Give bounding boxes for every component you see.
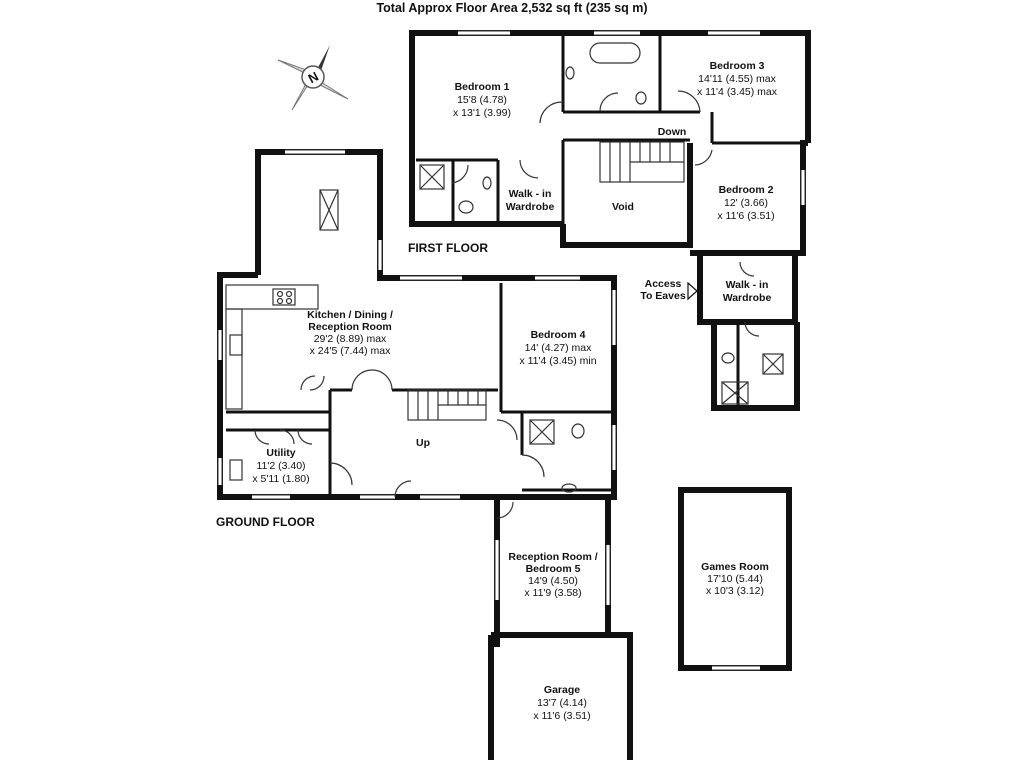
reception-dim2: x 11'9 (3.58) (524, 587, 581, 599)
reception-line1: Reception Room / (508, 551, 597, 563)
down-label: Down (658, 126, 687, 138)
kitchen-dim1: 29'2 (8.89) max (314, 333, 387, 345)
eaves-line2: To Eaves (640, 290, 685, 302)
void-label: Void (612, 201, 634, 213)
ground-floor-windows (217, 149, 617, 605)
basin-icon (561, 483, 577, 493)
shower-icon (529, 419, 555, 445)
garage-name: Garage (544, 684, 580, 696)
shower-icon (721, 381, 749, 405)
skylight-icon (319, 189, 339, 231)
ground-floor-fixtures (225, 189, 585, 519)
bedroom1-dim2: x 13'1 (3.99) (453, 107, 511, 119)
reception-dim1: 14'9 (4.50) (528, 575, 578, 587)
toilet-icon (571, 423, 585, 439)
eaves-arrow-icon (687, 281, 698, 301)
walkin2-line1: Walk - in (726, 279, 769, 291)
basin-icon (482, 176, 492, 190)
first-floor-fixtures (419, 42, 784, 405)
games-window (712, 665, 760, 671)
floor-labels: FIRST FLOOR GROUND FLOOR (216, 241, 488, 529)
games-dim1: 17'10 (5.44) (707, 573, 763, 585)
kitchen-dim2: x 24'5 (7.44) max (310, 345, 392, 357)
bedroom4-dim1: 14' (4.27) max (525, 342, 593, 354)
window-lines-first (458, 30, 806, 205)
up-label: Up (416, 437, 430, 449)
toilet-icon (458, 200, 474, 214)
sink-icon (229, 334, 243, 356)
bedroom3-dim1: 14'11 (4.55) max (698, 73, 776, 85)
bedroom2-dim2: x 11'6 (3.51) (717, 210, 774, 222)
ground-floor-label: GROUND FLOOR (216, 515, 315, 529)
bedroom1-dim1: 15'8 (4.78) (457, 94, 507, 106)
kitchen-line1: Kitchen / Dining / (307, 309, 393, 321)
sink-icon (229, 459, 243, 481)
games-dim2: x 10'3 (3.12) (706, 585, 764, 597)
utility-dim2: x 5'11 (1.80) (252, 473, 309, 485)
first-floor-windows (458, 30, 806, 205)
toilet-icon (721, 352, 735, 364)
bedroom2-name: Bedroom 2 (719, 184, 774, 196)
garage-dim2: x 11'6 (3.51) (533, 710, 590, 722)
walkin1-line2: Wardrobe (506, 201, 555, 213)
utility-name: Utility (266, 447, 295, 459)
first-floor-label: FIRST FLOOR (408, 241, 488, 255)
floor-area-title: Total Approx Floor Area 2,532 sq ft (235… (376, 1, 648, 15)
room-labels: Bedroom 1 15'8 (4.78) x 13'1 (3.99) Bedr… (252, 60, 777, 722)
hob-icon (272, 288, 296, 306)
kitchen-line2: Reception Room (308, 321, 391, 333)
toilet-icon (635, 91, 647, 105)
games-name: Games Room (701, 561, 769, 573)
toilet-icon (565, 66, 575, 80)
bedroom4-name: Bedroom 4 (531, 329, 586, 341)
north-arrow-compass-icon: N (277, 45, 349, 111)
bedroom2-dim1: 12' (3.66) (724, 197, 768, 209)
first-floor-inner-walls (416, 33, 803, 408)
utility-dim1: 11'2 (3.40) (256, 460, 305, 472)
shower-icon (419, 164, 445, 190)
bedroom3-dim2: x 11'4 (3.45) max (697, 86, 778, 98)
walkin2-line2: Wardrobe (723, 292, 772, 304)
bedroom4-dim2: x 11'4 (3.45) min (519, 355, 596, 367)
reception-line2: Bedroom 5 (526, 563, 581, 575)
shower-icon (762, 353, 784, 375)
eaves-line1: Access (645, 278, 682, 290)
garage-dim1: 13'7 (4.14) (537, 697, 587, 709)
bedroom1-name: Bedroom 1 (455, 81, 510, 93)
ground-window-lines (217, 149, 617, 605)
bedroom3-name: Bedroom 3 (710, 60, 765, 72)
kitchen-counter (225, 284, 319, 310)
walkin1-line1: Walk - in (509, 188, 552, 200)
bathtub-icon (589, 42, 641, 64)
